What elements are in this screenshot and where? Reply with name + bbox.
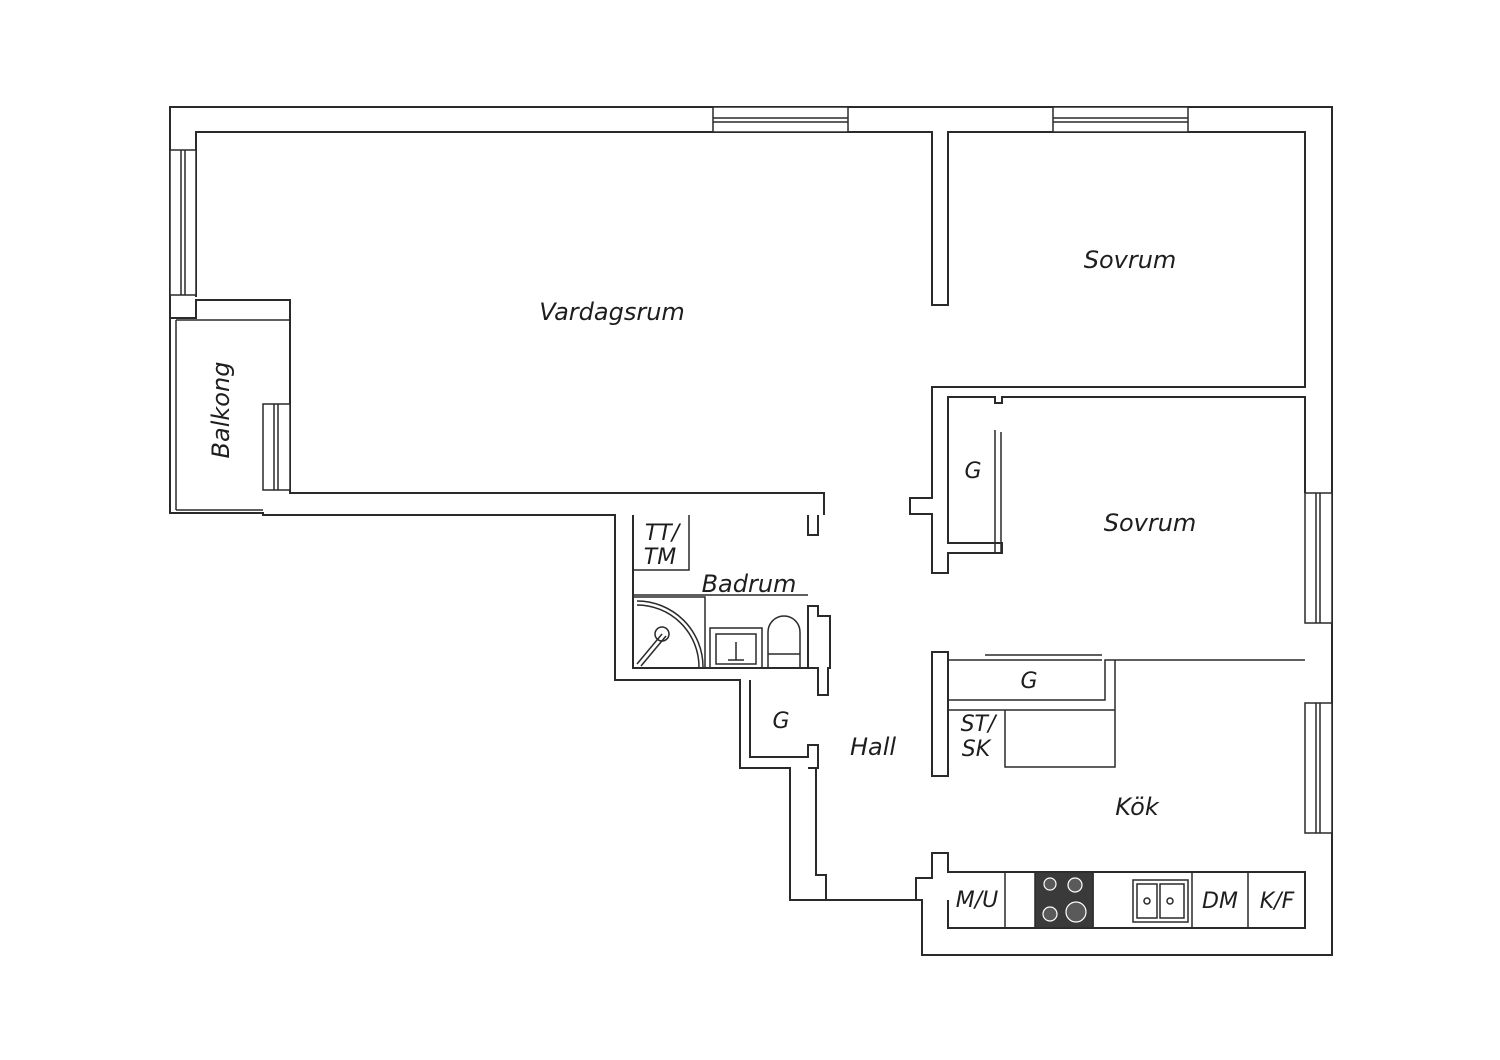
label-dm: DM [1202,889,1238,914]
window-right-kitchen [1304,702,1333,834]
kitchen-wall [931,651,949,777]
label-g-kok: G [1020,669,1037,694]
window-top-right [1052,106,1189,133]
window-top-left [712,106,849,133]
label-kf: K/F [1260,889,1295,914]
hall-south-wall [815,768,827,900]
wardrobe-door [994,430,1002,553]
toilet-icon [767,615,801,669]
room-label-hall: Hall [850,733,896,761]
kitchen-g-top [948,654,1102,661]
room-label-balkong: Balkong [207,362,235,459]
balcony-outline [175,319,290,511]
kitchen-closet [948,659,1305,768]
room-label-badrum: Badrum [702,570,797,598]
label-tm: TM [644,545,676,570]
outer-wall [169,106,1333,956]
room-label-vardagsrum: Vardagsrum [539,298,685,326]
window-right-bedroom [1304,492,1333,624]
kitchen-sink-icon [1132,879,1189,923]
label-g-hall: G [772,709,789,734]
bathroom-inner [633,515,808,596]
room-label-kok: Kök [1115,793,1160,821]
label-tt: TT/ [645,521,682,546]
window-balcony [262,403,291,491]
label-sk: SK [962,737,992,762]
room-label-sovrum-mid: Sovrum [1104,509,1197,537]
window-left [169,149,197,296]
kitchen-lower-wall [915,852,1306,929]
sink-icon [709,627,763,669]
label-st: ST/ [961,712,998,737]
label-mu: M/U [956,888,999,913]
shower-icon [632,596,706,669]
room-label-sovrum-top: Sovrum [1084,246,1177,274]
label-g-sovrum: G [964,459,981,484]
balcony-wall [170,299,825,515]
living-room-wall [195,131,1306,574]
stove-icon [1034,871,1094,929]
bathroom-door-jamb [807,515,819,536]
hall-closet-wall [749,680,819,769]
